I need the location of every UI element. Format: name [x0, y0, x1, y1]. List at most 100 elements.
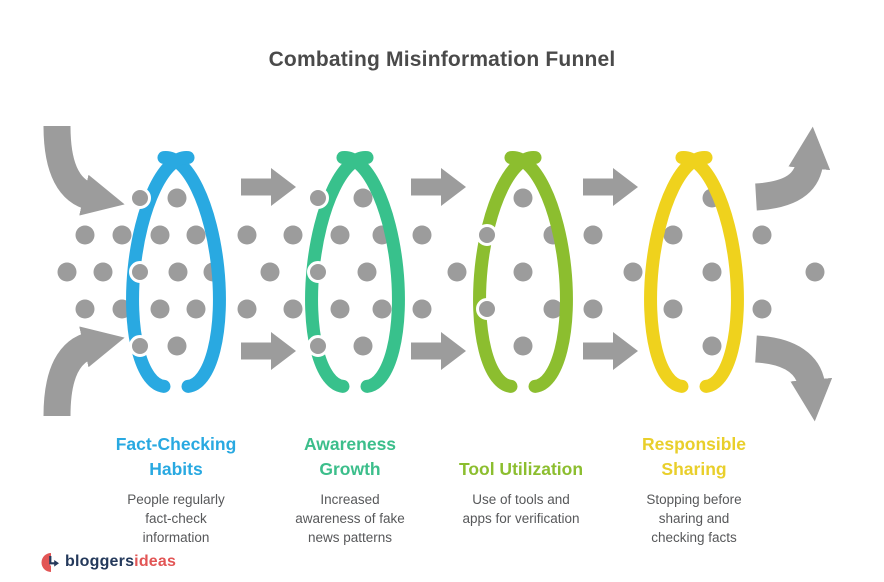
figure-title: Combating Misinformation Funnel — [268, 48, 616, 71]
stage-description-line: information — [142, 530, 210, 545]
tool-utilization-ring-front-arc — [473, 151, 542, 393]
information-dot — [283, 225, 303, 245]
filtered-dot-on-ring — [129, 261, 151, 283]
information-dot — [663, 225, 683, 245]
filtered-dot-on-ring — [129, 187, 151, 209]
information-dot — [186, 225, 206, 245]
responsible-sharing-ring-front-arc — [644, 151, 713, 393]
information-dot — [752, 225, 772, 245]
brand-word-ideas: ideas — [134, 553, 177, 570]
flow-arrow-right-icon — [241, 332, 296, 370]
information-dot — [357, 262, 377, 282]
stage-heading-line: Fact-Checking — [115, 434, 237, 454]
information-dot — [150, 299, 170, 319]
information-dot — [237, 299, 257, 319]
stage-description-line: news patterns — [307, 530, 393, 545]
information-dot — [167, 336, 187, 356]
flow-arrow-right-icon — [583, 168, 638, 206]
flow-arrow-right-icon — [411, 332, 466, 370]
bloggersideas-icon — [41, 553, 59, 572]
information-dot — [583, 225, 603, 245]
stage-description-responsible-sharing: Stopping before sharing and checking facts — [602, 490, 786, 547]
information-dot — [752, 299, 772, 319]
stage-heading-line: Growth — [319, 459, 381, 479]
information-dot — [150, 225, 170, 245]
outflow-arrow-top-icon — [754, 126, 831, 211]
information-dot — [372, 299, 392, 319]
flow-arrow-right-icon — [411, 168, 466, 206]
information-dot — [330, 225, 350, 245]
stage-description-line: Stopping before — [646, 492, 742, 507]
information-dot — [353, 336, 373, 356]
inflow-arrow-bottom-icon — [43, 326, 125, 417]
stage-description-line: People regularly — [127, 492, 225, 507]
information-dot — [663, 299, 683, 319]
information-dot — [75, 299, 95, 319]
information-dot — [112, 225, 132, 245]
filtered-dot-on-ring — [307, 187, 329, 209]
stage-heading-tool-utilization: Tool Utilization — [429, 430, 613, 482]
information-dot — [702, 262, 722, 282]
information-dot — [186, 299, 206, 319]
information-dot — [583, 299, 603, 319]
information-dot — [623, 262, 643, 282]
filtered-dot-on-ring — [307, 261, 329, 283]
brand-word-bloggers: bloggers — [65, 553, 135, 570]
stage-description-line: sharing and — [658, 511, 730, 526]
information-dot — [260, 262, 280, 282]
information-dot — [513, 336, 533, 356]
information-dot — [513, 188, 533, 208]
information-dot — [412, 299, 432, 319]
outflow-arrow-bottom-icon — [754, 335, 833, 422]
stage-description-line: checking facts — [651, 530, 737, 545]
information-dot — [168, 262, 188, 282]
information-dot — [75, 225, 95, 245]
filtered-dot-on-ring — [476, 298, 498, 320]
awareness-growth-ring-back-arc — [336, 151, 405, 393]
information-dot — [447, 262, 467, 282]
stage-heading-line: Habits — [149, 459, 203, 479]
stage-description-line: Use of tools and — [472, 492, 570, 507]
stage-description-tool-utilization: Use of tools and apps for verification — [429, 490, 613, 528]
fact-checking-habits-ring-back-arc — [157, 151, 226, 393]
inflow-arrow-top-icon — [43, 125, 125, 216]
stage-heading-line: Tool Utilization — [458, 459, 584, 479]
stage-description-line: fact-check — [145, 511, 207, 526]
information-dot — [805, 262, 825, 282]
flow-arrow-right-icon — [583, 332, 638, 370]
stage-description-fact-checking-habits: People regularly fact-check information — [84, 490, 268, 547]
information-dot — [237, 225, 257, 245]
information-dot — [167, 188, 187, 208]
filtered-dot-on-ring — [129, 335, 151, 357]
tool-utilization-ring-back-arc — [504, 151, 573, 393]
information-dot — [330, 299, 350, 319]
information-dot — [702, 336, 722, 356]
information-dot — [412, 225, 432, 245]
brand-logo-text: bloggersideas — [65, 553, 176, 571]
brand-logo: bloggersideas — [38, 551, 176, 573]
stage-description-line: apps for verification — [462, 511, 580, 526]
filtered-dot-on-ring — [307, 335, 329, 357]
information-dot — [283, 299, 303, 319]
stage-heading-line: Sharing — [661, 459, 727, 479]
responsible-sharing-ring-back-arc — [675, 151, 744, 393]
stage-description-line: awareness of fake — [295, 511, 405, 526]
information-dot — [353, 188, 373, 208]
information-dot — [513, 262, 533, 282]
stage-description-line: Increased — [320, 492, 380, 507]
stage-heading-line: Awareness — [303, 434, 397, 454]
information-dot — [543, 299, 563, 319]
filtered-dot-on-ring — [476, 224, 498, 246]
information-dot — [57, 262, 77, 282]
flow-arrow-right-icon — [241, 168, 296, 206]
stage-description-awareness-growth: Increased awareness of fake news patterns — [258, 490, 442, 547]
